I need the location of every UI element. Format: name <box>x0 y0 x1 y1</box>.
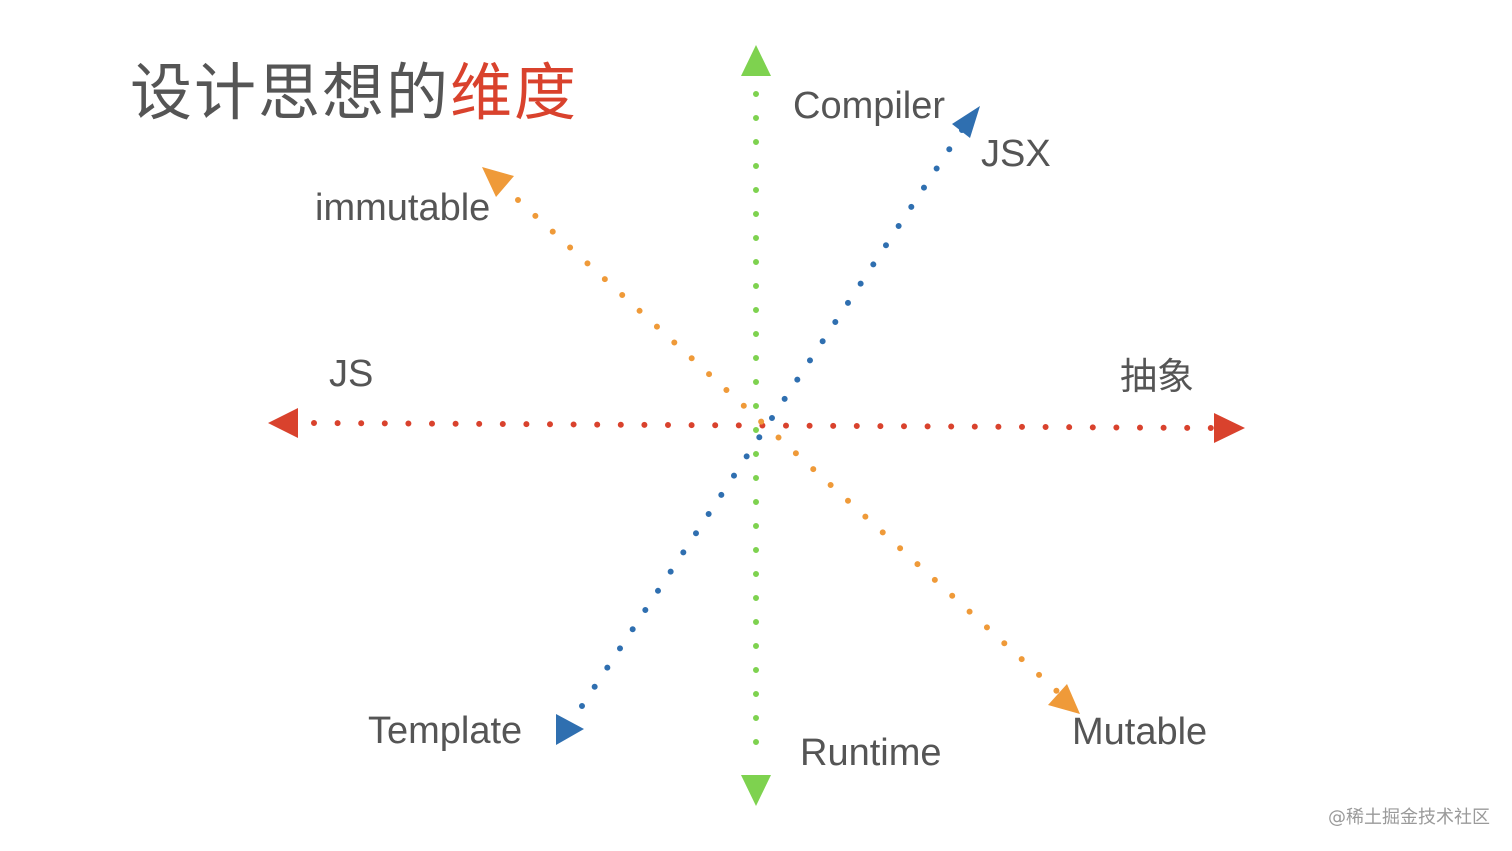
immutable-arrowhead <box>482 167 514 197</box>
blue-diagonal-line <box>579 127 965 709</box>
jsx-arrowhead <box>952 106 980 138</box>
blue-diagonal-axis <box>556 106 980 745</box>
template-arrowhead <box>556 714 584 745</box>
page-title: 设计思想的维度 <box>130 62 578 124</box>
label-mutable: Mutable <box>1072 711 1208 753</box>
title-main: 设计思想的 <box>130 56 451 129</box>
label-js: JS <box>329 353 374 395</box>
orange-diagonal-line <box>515 197 1063 697</box>
label-jsx: JSX <box>981 133 1051 175</box>
label-compiler: Compiler <box>793 85 946 127</box>
orange-diagonal-axis <box>482 167 1080 714</box>
horizontal-axis-line <box>311 420 1219 431</box>
bottom-arrowhead <box>741 775 771 806</box>
top-arrowhead <box>741 45 771 76</box>
right-arrowhead <box>1214 413 1245 443</box>
label-template: Template <box>368 710 523 752</box>
label-runtime: Runtime <box>800 732 942 774</box>
mutable-arrowhead <box>1048 684 1080 714</box>
horizontal-axis <box>268 408 1245 443</box>
label-immutable: immutable <box>315 187 491 229</box>
vertical-axis <box>741 45 771 806</box>
watermark: @稀土掘金技术社区 <box>1328 807 1490 828</box>
label-abstract: 抽象 <box>1120 355 1194 398</box>
title-accent: 维度 <box>450 56 579 129</box>
left-arrowhead <box>268 408 298 438</box>
